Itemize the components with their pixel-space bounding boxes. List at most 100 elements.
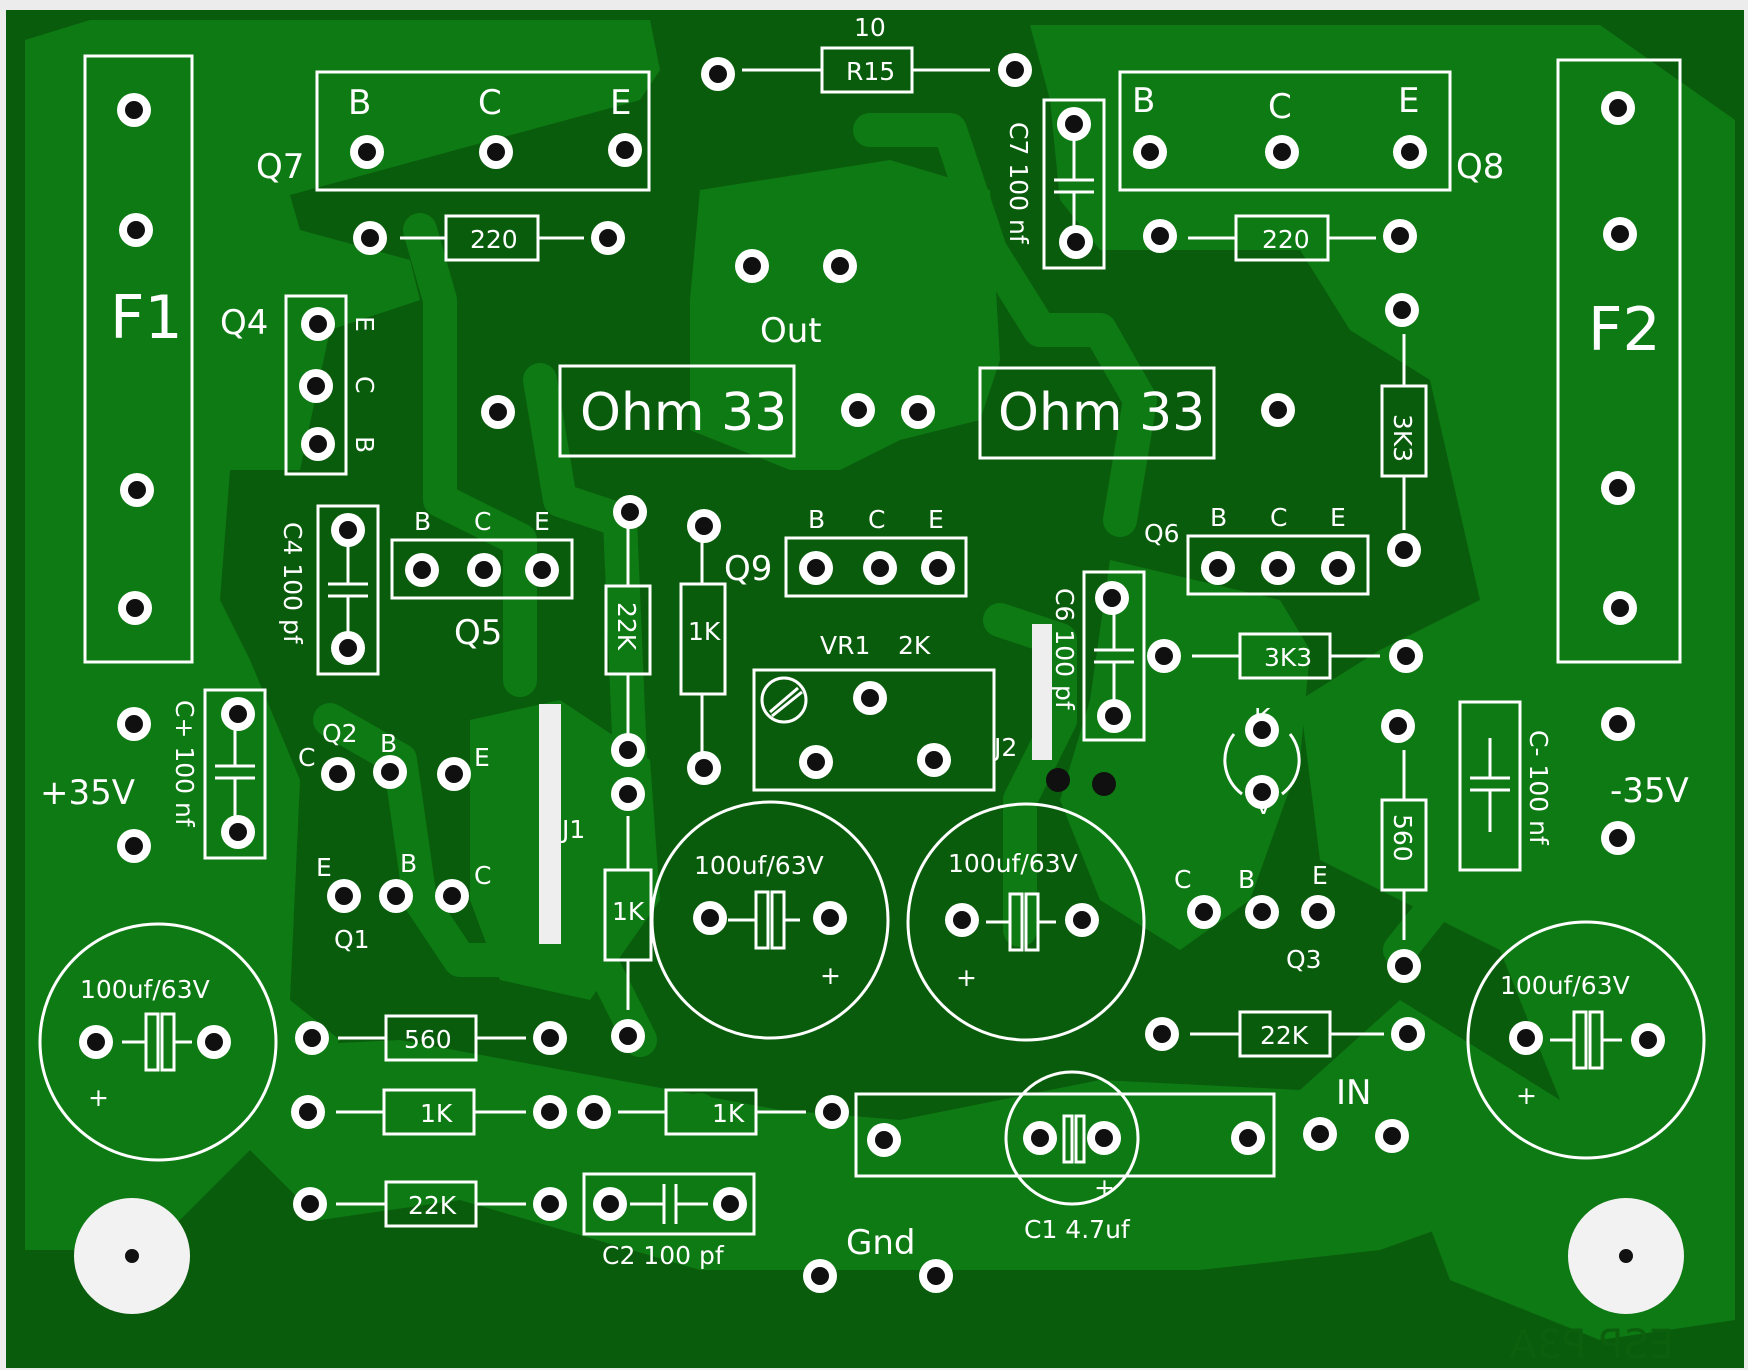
pad-drill-80 <box>205 1033 223 1051</box>
pad-drill-87 <box>1399 1025 1417 1043</box>
pad-drill-61 <box>619 741 637 759</box>
r3k3-horizontal-value: 3K3 <box>1264 643 1312 672</box>
electrolytic-cap-left: 100uf/63V + <box>38 922 278 1162</box>
q6-pin-e: E <box>1330 503 1346 532</box>
r1k-vertical-mid-value: 1K <box>612 897 645 926</box>
pad-drill-102 <box>811 1267 829 1285</box>
c2-label: C2 100 pf <box>602 1241 725 1270</box>
pad-drill-55 <box>1155 647 1173 665</box>
pad-drill-58 <box>1253 783 1271 801</box>
capacitor-c7: C7 100 nf <box>1004 98 1106 270</box>
r560-vertical-value: 560 <box>1388 814 1417 862</box>
cminus-label: C- 100 nf <box>1524 730 1553 846</box>
ecap-right-value: 100uf/63V <box>1500 971 1630 1000</box>
jumper-j1 <box>539 704 561 944</box>
pad-drill-75 <box>701 909 719 927</box>
pad-drill-89 <box>541 1103 559 1121</box>
pad-drill-32 <box>849 401 867 419</box>
pad-drill-77 <box>953 911 971 929</box>
r3k3-vertical-value: 3K3 <box>1388 414 1417 462</box>
ecap-right-plus: + <box>1516 1081 1537 1110</box>
capacitor-cminus: C- 100 nf <box>1458 700 1553 872</box>
r22k-bottom-value: 22K <box>408 1191 457 1220</box>
r22k-right-value: 22K <box>1260 1021 1309 1050</box>
jumper-j2-drill-1 <box>1092 772 1116 796</box>
pad-drill-13 <box>487 143 505 161</box>
capacitor-cplus: C+ 100 nf <box>170 688 267 860</box>
capacitor-c4: C4 100 pf <box>278 504 380 676</box>
pad-drill-22 <box>1151 227 1169 245</box>
pad-drill-101 <box>1383 1127 1401 1145</box>
resistor-220-right: 220 <box>1188 214 1376 262</box>
q7-pin-b: B <box>348 83 371 123</box>
resistor-ohm33-left: Ohm 33 <box>558 364 796 458</box>
q6-pin-b: B <box>1210 503 1227 532</box>
pad-drill-21 <box>599 229 617 247</box>
pad-drill-24 <box>1065 115 1083 133</box>
vr1-value: 2K <box>898 631 931 660</box>
pad-drill-72 <box>1195 903 1213 921</box>
resistor-1k-vertical-q9: 1K <box>679 536 727 756</box>
pad-drill-79 <box>87 1033 105 1051</box>
transistor-q7: B C E Q7 <box>256 70 651 192</box>
ecap-center-right-plus: + <box>956 963 977 992</box>
pads-layer <box>79 53 1665 1293</box>
pad-drill-95 <box>721 1195 739 1213</box>
positive-supply-label: +35V <box>40 773 135 813</box>
pad-drill-39 <box>339 521 357 539</box>
electrolytic-cap-center-right: 100uf/63V + <box>906 802 1146 1042</box>
copper-traces <box>133 113 1577 1257</box>
fuse-f2-label: F2 <box>1588 295 1661 365</box>
q9-pin-c: C <box>868 505 885 534</box>
r1k-bottom-mid-value: 1K <box>712 1099 745 1128</box>
jumper-j2-drill-0 <box>1046 768 1070 792</box>
pad-drill-50 <box>861 689 879 707</box>
transistor-q8: B C E Q8 <box>1118 70 1504 192</box>
resistor-220-left: 220 <box>400 214 584 262</box>
pad-drill-53 <box>1103 589 1121 607</box>
pad-drill-47 <box>1209 559 1227 577</box>
transistor-q2: Q2 C B E <box>298 719 490 772</box>
pad-drill-60 <box>1395 957 1413 975</box>
q3-pin-b: B <box>1238 865 1255 894</box>
pad-drill-5 <box>125 837 143 855</box>
pad-drill-92 <box>301 1195 319 1213</box>
q1-pin-c: C <box>474 861 491 890</box>
transistor-q1: E B C Q1 <box>316 849 491 954</box>
pad-drill-6 <box>1609 99 1627 117</box>
mounting-hole-left-center <box>125 1249 139 1263</box>
pad-drill-103 <box>927 1267 945 1285</box>
q7-label: Q7 <box>256 147 304 187</box>
pad-drill-1 <box>127 221 145 239</box>
q6-pin-c: C <box>1270 503 1287 532</box>
pad-drill-12 <box>358 143 376 161</box>
resistor-22k-right: 22K <box>1190 1010 1384 1058</box>
pad-drill-26 <box>743 257 761 275</box>
silkscreen-layer: F1 F2 B C E Q7 B C E Q8 R15 10 <box>38 13 1706 1368</box>
pad-drill-52 <box>925 751 943 769</box>
pad-drill-98 <box>1031 1129 1049 1147</box>
capacitor-c2: C2 100 pf <box>582 1172 756 1270</box>
r1k-bottom-left-value: 1K <box>420 1099 453 1128</box>
jumper-j2-label: J2 <box>992 733 1017 762</box>
pad-drill-56 <box>1397 647 1415 665</box>
resistor-r15: R15 10 <box>742 13 990 94</box>
transistor-q9: B C E Q9 <box>724 505 968 598</box>
pad-drill-42 <box>475 561 493 579</box>
pad-drill-18 <box>709 65 727 83</box>
pad-drill-73 <box>1253 903 1271 921</box>
pad-drill-76 <box>821 909 839 927</box>
pad-drill-36 <box>1395 541 1413 559</box>
c7-label: C7 100 nf <box>1004 122 1033 245</box>
pad-drill-44 <box>807 559 825 577</box>
q9-label: Q9 <box>724 549 772 589</box>
pad-drill-88 <box>299 1103 317 1121</box>
pad-drill-40 <box>339 639 357 657</box>
pad-drill-38 <box>695 517 713 535</box>
ecap-center-left-value: 100uf/63V <box>694 851 824 880</box>
pad-drill-2 <box>128 481 146 499</box>
r22k-vertical-value: 22K <box>612 602 641 651</box>
ecap-left-value: 100uf/63V <box>80 975 210 1004</box>
r15-value: 10 <box>854 13 886 42</box>
